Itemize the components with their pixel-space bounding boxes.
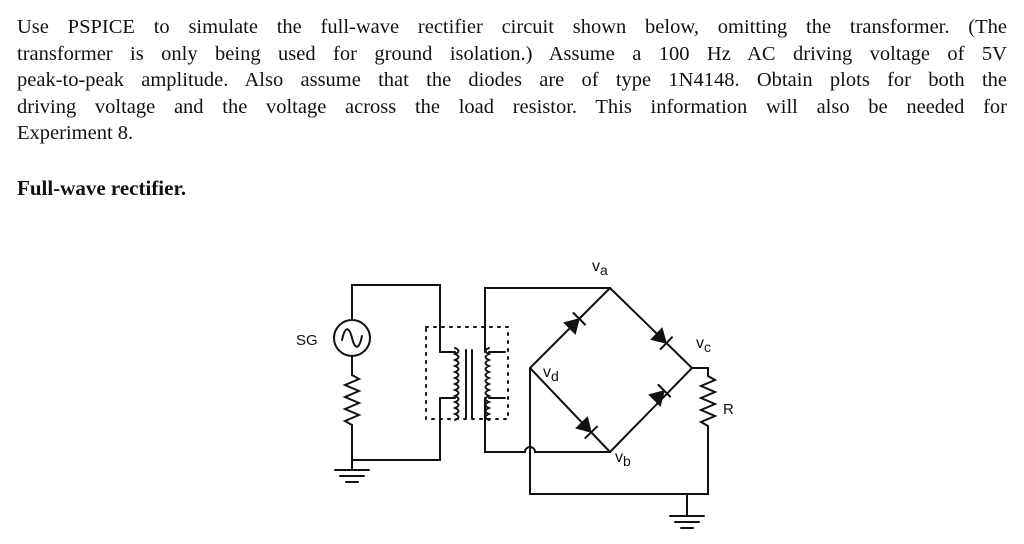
problem-line: Use PSPICE to simulate the full-wave rec… (17, 16, 1007, 38)
wire-secondary-to-coil (488, 351, 506, 399)
diode-d4-icon (648, 383, 672, 407)
problem-line: Experiment 8. (17, 122, 134, 144)
diode-arm-left-bottom (529, 367, 611, 453)
wire-primary-to-coil (439, 351, 456, 399)
wire-secondary-top (484, 287, 611, 353)
transformer-core (465, 349, 473, 419)
sine-wave-icon (341, 328, 363, 348)
diode-arm-right-top (609, 287, 693, 369)
wire-primary-top (351, 284, 441, 353)
diode-d2-icon (650, 327, 674, 351)
diode-d3-icon (575, 416, 599, 440)
load-resistor-icon (698, 375, 718, 427)
label-va: va (592, 258, 608, 278)
label-vd: vd (543, 364, 559, 384)
wire-load-bottom (529, 425, 709, 495)
label-sg: SG (296, 332, 318, 349)
problem-statement: Use PSPICE to simulate the full-wave rec… (17, 14, 1007, 147)
source-resistor-icon (342, 374, 362, 426)
transformer-primary-coil-icon (452, 347, 460, 421)
problem-line: peak-to-peak amplitude. Also assume that… (17, 69, 1007, 91)
diode-arm-right-bottom (609, 367, 693, 453)
label-vc: vc (696, 335, 711, 355)
label-r: R (723, 401, 734, 418)
transformer-secondary-coil-icon (484, 347, 492, 421)
problem-line: transformer is only being used for groun… (17, 42, 1007, 65)
wire-primary-bottom (351, 397, 441, 461)
wire-bridge-bottom-left (484, 397, 611, 453)
problem-line: driving voltage and the voltage across t… (17, 95, 1007, 118)
label-vb: vb (615, 449, 631, 469)
ground-left-icon (334, 469, 370, 483)
section-heading: Full-wave rectifier. (17, 176, 187, 200)
transformer-enclosure (425, 326, 509, 420)
ground-right-icon (669, 515, 705, 529)
diode-d1-icon (563, 311, 587, 335)
wire-load-top (691, 367, 709, 377)
